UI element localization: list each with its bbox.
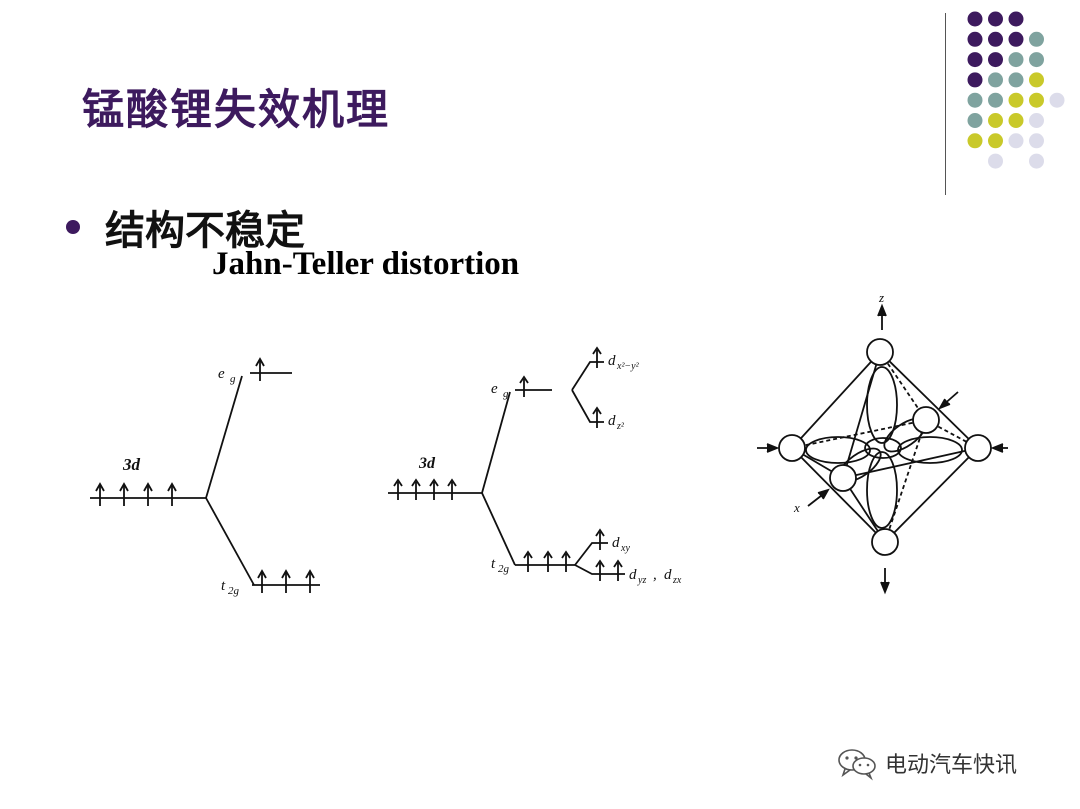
watermark: 电动汽车快讯 [835, 745, 1017, 781]
label-eg-mid: e [491, 381, 498, 397]
decor-dot [1008, 11, 1024, 27]
decor-dot [988, 31, 1003, 47]
label-eg-left-sub: g [230, 373, 236, 385]
decor-dot [988, 11, 1003, 27]
diagram-subtitle: Jahn-Teller distortion [212, 246, 520, 282]
wechat-icon [838, 749, 876, 781]
label-t2g-mid-sub: 2g [498, 563, 510, 575]
decor-dot [1029, 92, 1044, 108]
axis-z-label: z [878, 290, 884, 305]
label-dzx-sub: zx [672, 575, 682, 586]
label-t2g-left: t [221, 578, 226, 594]
decor-dot [1049, 92, 1065, 108]
label-t2g-left-sub: 2g [228, 585, 240, 597]
decor-dot [1029, 72, 1044, 88]
decor-dot [1008, 31, 1024, 47]
decor-dot [967, 72, 983, 88]
axis-x-label: x [793, 500, 800, 515]
decor-dot [1029, 153, 1044, 169]
decor-dot [1029, 52, 1044, 68]
label-eg-mid-sub: g [503, 388, 509, 400]
spin-arrows-left-3d [95, 482, 177, 506]
decor-divider [945, 13, 946, 195]
decor-dot [1008, 72, 1024, 88]
label-dx2y2: d [608, 353, 616, 369]
label-3d-mid: 3d [418, 455, 436, 472]
decor-dot [988, 52, 1003, 68]
label-eg-left: e [218, 366, 225, 382]
bullet-text: 结构不稳定 [105, 208, 305, 254]
decor-dot [988, 153, 1003, 169]
octahedron-figure [757, 303, 1008, 595]
decor-dot [1008, 133, 1024, 149]
label-3d-left: 3d [122, 455, 141, 474]
spin-arrows-mid-3d [393, 478, 457, 500]
label-sep: , [653, 567, 657, 583]
decor-dot [967, 52, 983, 68]
label-dzx: d [664, 567, 672, 583]
watermark-text: 电动汽车快讯 [885, 753, 1018, 778]
label-dx2y2-sub: x²−y² [616, 361, 640, 372]
label-dz2: d [608, 413, 616, 429]
decor-dot [967, 133, 983, 149]
decor-dot [1029, 113, 1044, 128]
decor-dot [967, 92, 983, 108]
slide-title: 锰酸锂失效机理 [82, 85, 391, 134]
decor-dot [988, 133, 1003, 149]
label-t2g-mid: t [491, 556, 496, 572]
bullet-dot [66, 220, 80, 234]
label-dxy-sub: xy [620, 543, 630, 554]
decor-dot [988, 72, 1003, 88]
decor-dot [988, 92, 1003, 108]
decor-dot [1029, 31, 1044, 47]
decor-dot [1029, 133, 1044, 149]
label-dyz: d [629, 567, 637, 583]
decor-dot [988, 113, 1003, 128]
decor-dot [1008, 52, 1024, 68]
label-dxy: d [612, 535, 620, 551]
decor-dot [1008, 113, 1024, 128]
decor-dot [967, 31, 983, 47]
label-dyz-sub: yz [637, 575, 646, 586]
decor-dot [1008, 92, 1024, 108]
label-dz2-sub: z² [616, 421, 625, 432]
decor-dot [967, 113, 983, 128]
decor-dot [967, 11, 983, 27]
